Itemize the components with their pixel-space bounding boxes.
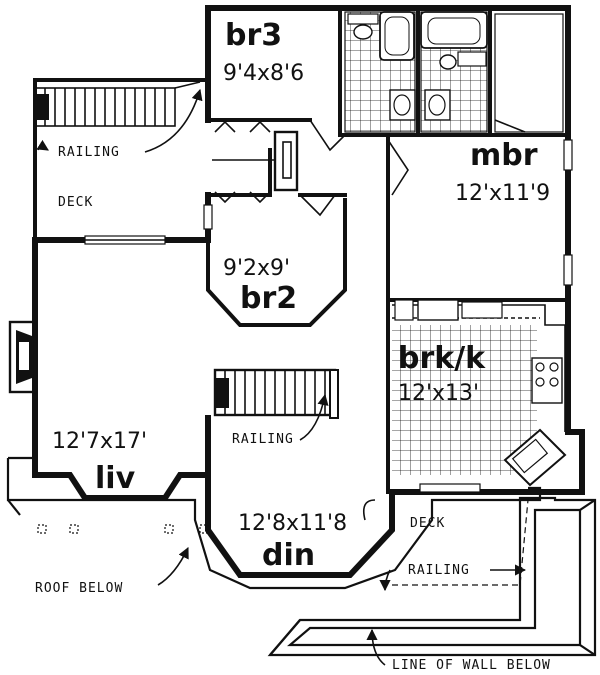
hall-doors xyxy=(299,119,409,521)
stairs-middle xyxy=(213,368,339,419)
label-railing-top: RAILING xyxy=(58,145,120,160)
window-deck-liv xyxy=(84,235,166,245)
label-roof-below: ROOF BELOW xyxy=(35,581,123,596)
fireplace xyxy=(8,320,37,394)
window-br2 xyxy=(203,204,213,230)
label-deck-right: DECK xyxy=(410,516,445,531)
mbr-closet xyxy=(494,13,573,286)
posts xyxy=(37,524,209,534)
bathroom-left xyxy=(344,11,416,133)
room-dims-br3: 9'4x8'6 xyxy=(223,61,304,86)
stair-treads-top xyxy=(44,88,166,126)
room-name-liv: liv xyxy=(95,461,136,496)
deck-railing xyxy=(392,499,529,586)
leader-lines xyxy=(36,88,527,666)
room-name-br3: br3 xyxy=(225,18,282,53)
room-name-br2: br2 xyxy=(240,281,297,316)
label-line-of-wall-below: LINE OF WALL BELOW xyxy=(392,658,551,673)
room-dims-liv: 12'7x17' xyxy=(52,429,147,454)
label-deck-left: DECK xyxy=(58,195,93,210)
room-name-brk: brk/k xyxy=(398,341,486,376)
label-railing-stair: RAILING xyxy=(232,432,294,447)
room-dims-mbr: 12'x11'9 xyxy=(455,181,550,206)
label-railing-deck: RAILING xyxy=(408,563,470,578)
room-name-din: din xyxy=(262,538,315,573)
left-deck xyxy=(33,78,207,242)
stair-landing-block xyxy=(35,94,49,120)
room-dims-brk: 12'x13' xyxy=(398,381,479,406)
bathroom-right xyxy=(420,11,488,133)
room-dims-din: 12'8x11'8 xyxy=(238,511,347,536)
room-name-mbr: mbr xyxy=(470,138,538,173)
kitchen xyxy=(392,299,567,493)
exterior-walls xyxy=(32,5,585,578)
room-dims-br2: 9'2x9' xyxy=(223,256,290,281)
closet-doors-br3 xyxy=(212,120,299,204)
